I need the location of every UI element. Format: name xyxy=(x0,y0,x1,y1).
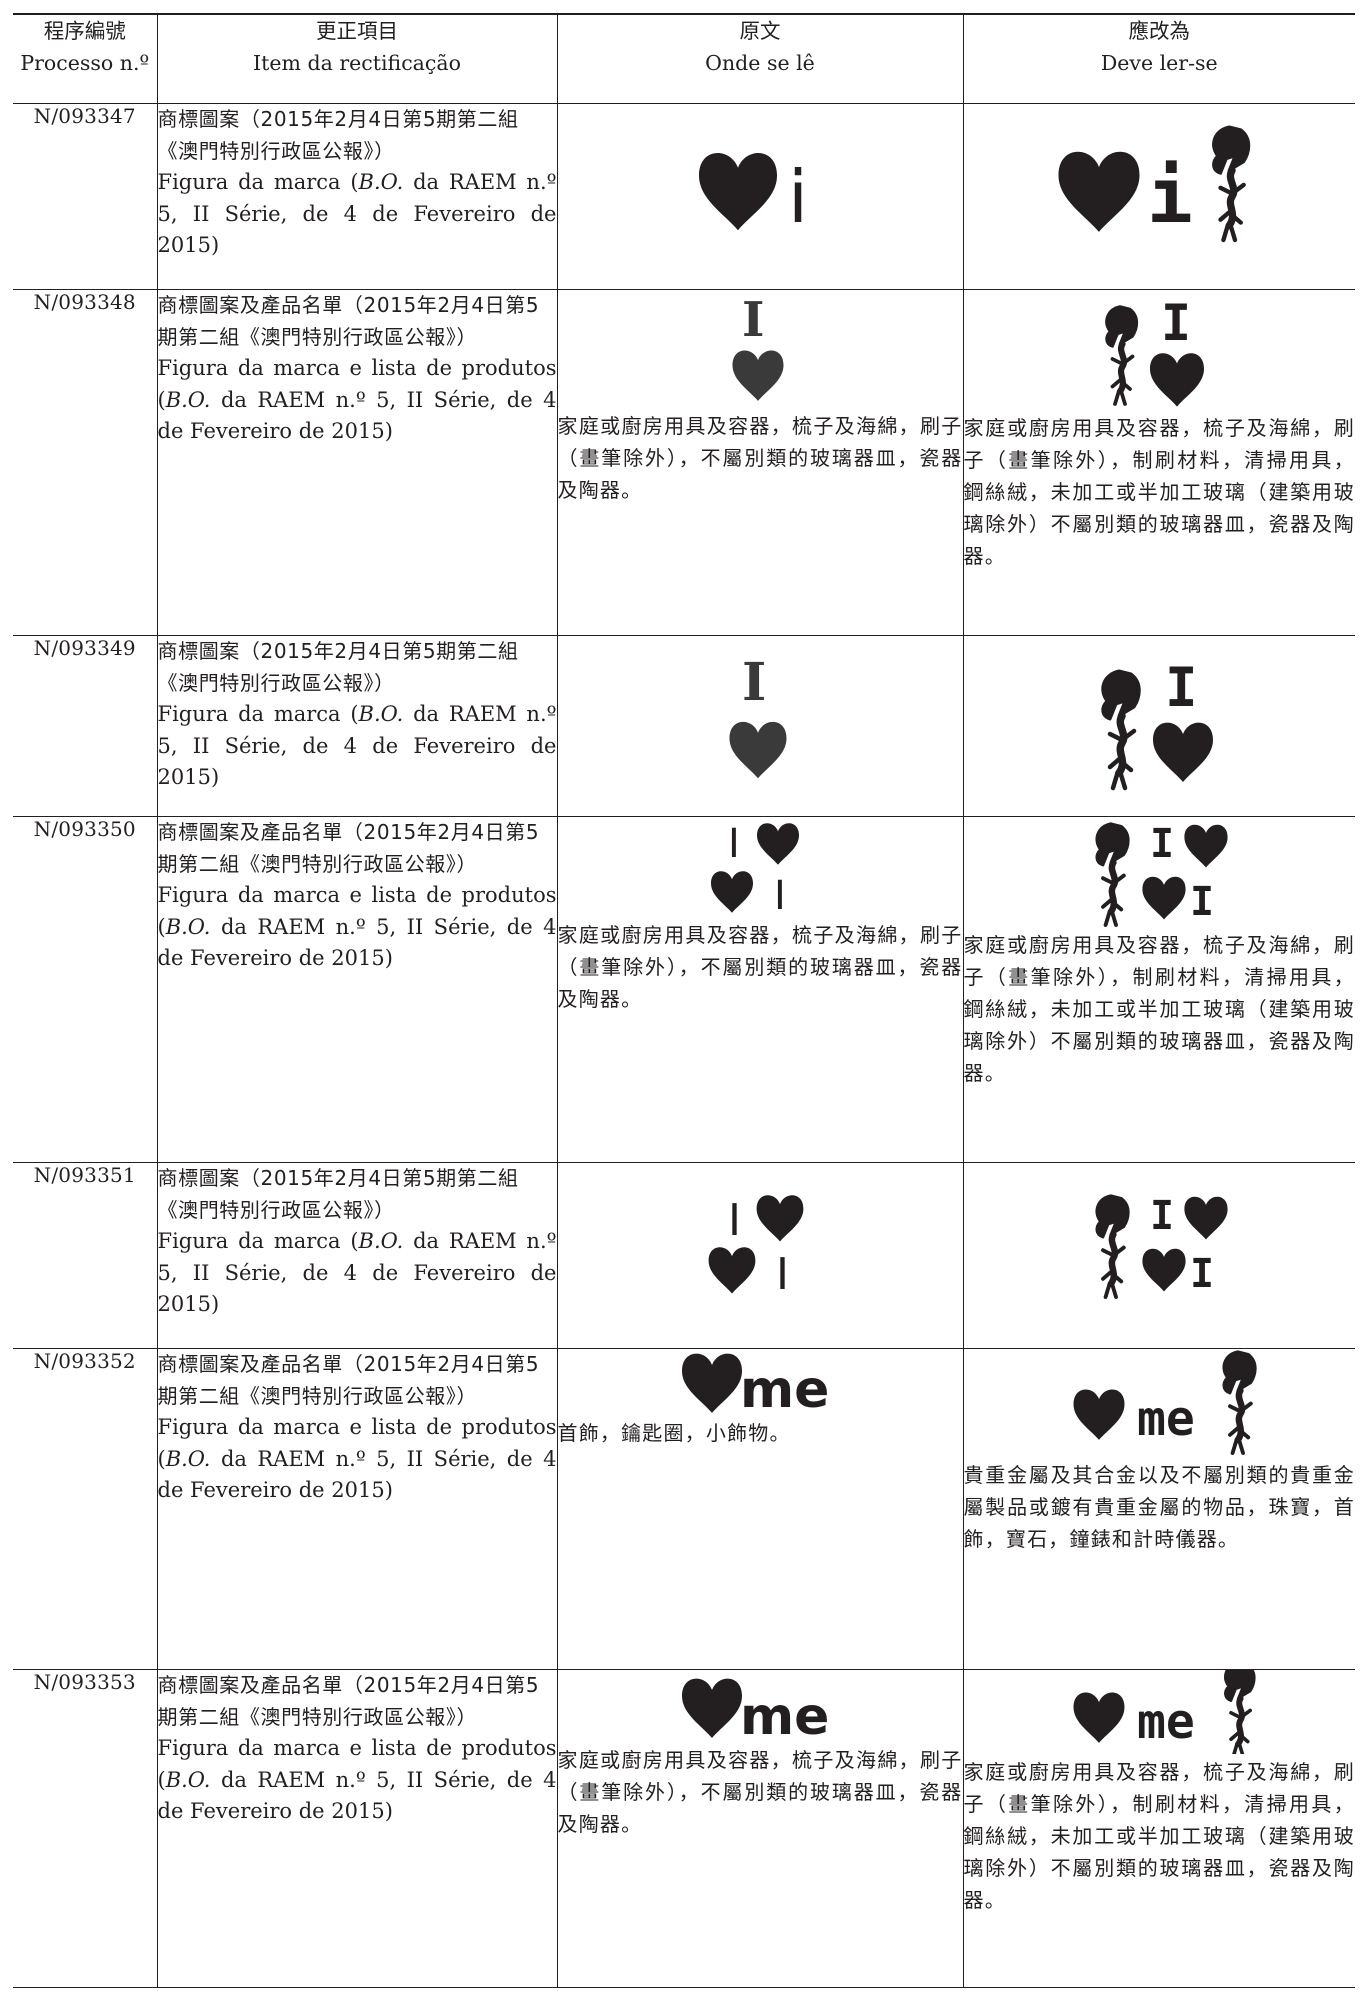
svg-text:me: me xyxy=(1137,1694,1195,1750)
item-description: 商標圖案及產品名單（2015年2月4日第5期第二組《澳門特別行政區公報》） Fi… xyxy=(156,1348,558,1670)
process-number: N/093353 xyxy=(13,1669,158,1988)
corrected-goods-list: 貴重金屬及其合金以及不屬別類的貴重金屬製品或鍍有貴重金屬的物品，珠寶，首飾，寶石… xyxy=(963,1463,1355,1551)
svg-text:I: I xyxy=(728,1195,741,1246)
corrected-mark: me 家庭或廚房用具及容器，梳子及海綿，刷子（畫筆除外），制刷材料，清掃用具，鋼… xyxy=(962,1669,1355,1988)
process-number: N/093352 xyxy=(13,1348,158,1670)
original-mark: I I xyxy=(556,1162,964,1349)
svg-text:i: i xyxy=(1147,151,1193,240)
svg-text:I: I xyxy=(1150,1193,1174,1239)
trademark-i-heart-heart-i-logo: I I xyxy=(711,821,799,917)
svg-text:I: I xyxy=(776,1249,789,1300)
table-row: N/093349 商標圖案（2015年2月4日第5期第二組《澳門特別行政區公報》… xyxy=(13,635,1355,817)
original-goods-list: 首飾，鑰匙圈，小飾物。 xyxy=(557,1421,791,1445)
corrected-mark: I 家庭或廚房用具及容器，梳子及海綿，刷子（畫筆除外），制刷材料，清掃用具，鋼絲… xyxy=(962,289,1355,636)
trademark-heart-me-logo: me xyxy=(682,1353,829,1415)
process-number: N/093349 xyxy=(13,635,158,817)
item-description: 商標圖案及產品名單（2015年2月4日第5期第二組《澳門特別行政區公報》） Fi… xyxy=(156,816,558,1163)
svg-text:I: I xyxy=(1190,879,1214,925)
trademark-figure-i-heart-heart-i-logo: I I xyxy=(1064,1163,1228,1313)
table-row: N/093351 商標圖案（2015年2月4日第5期第二組《澳門特別行政區公報》… xyxy=(13,1162,1355,1349)
corrected-mark: i xyxy=(962,103,1355,290)
table-row: N/093353 商標圖案及產品名單（2015年2月4日第5期第二組《澳門特別行… xyxy=(13,1669,1355,1988)
corrected-goods-list: 家庭或廚房用具及容器，梳子及海綿，刷子（畫筆除外），制刷材料，清掃用具，鋼絲絨，… xyxy=(963,1760,1355,1912)
item-description: 商標圖案（2015年2月4日第5期第二組《澳門特別行政區公報》） Figura … xyxy=(156,635,558,817)
svg-text:I: I xyxy=(1190,1251,1214,1297)
trademark-figure-i-heart-logo: I xyxy=(1069,656,1214,796)
process-number: N/093350 xyxy=(13,816,158,1163)
process-number: N/093348 xyxy=(13,289,158,636)
item-description: 商標圖案及產品名單（2015年2月4日第5期第二組《澳門特別行政區公報》） Fi… xyxy=(156,289,558,636)
corrected-mark: I xyxy=(962,635,1355,817)
original-goods-list: 家庭或廚房用具及容器，梳子及海綿，刷子（畫筆除外），不屬別類的玻璃器皿，瓷器及陶… xyxy=(557,923,963,1011)
svg-text:I: I xyxy=(774,873,786,917)
trademark-heart-me-logo: me xyxy=(682,1678,829,1742)
original-mark: me 家庭或廚房用具及容器，梳子及海綿，刷子（畫筆除外），不屬別類的玻璃器皿，瓷… xyxy=(556,1669,964,1988)
table-row: N/093350 商標圖案及產品名單（2015年2月4日第5期第二組《澳門特別行… xyxy=(13,816,1355,1163)
svg-text:I: I xyxy=(742,652,766,713)
original-mark: i xyxy=(556,103,964,290)
trademark-figure-i-heart-heart-i-logo: I I xyxy=(1064,817,1228,927)
svg-text:I: I xyxy=(1165,656,1198,719)
svg-text:me: me xyxy=(1137,1391,1195,1447)
trademark-heart-i-logo: i xyxy=(699,153,808,239)
original-goods-list: 家庭或廚房用具及容器，梳子及海綿，刷子（畫筆除外），不屬別類的玻璃器皿，瓷器及陶… xyxy=(557,414,963,502)
trademark-i-heart-heart-i-logo: I I xyxy=(708,1195,804,1300)
table-row: N/093348 商標圖案及產品名單（2015年2月4日第5期第二組《澳門特別行… xyxy=(13,289,1355,636)
table-row: N/093347 商標圖案（2015年2月4日第5期第二組《澳門特別行政區公報》… xyxy=(13,103,1355,290)
svg-text:I: I xyxy=(1161,294,1191,352)
original-goods-list: 家庭或廚房用具及容器，梳子及海綿，刷子（畫筆除外），不屬別類的玻璃器皿，瓷器及陶… xyxy=(557,1748,963,1836)
corrected-goods-list: 家庭或廚房用具及容器，梳子及海綿，刷子（畫筆除外），制刷材料，清掃用具，鋼絲絨，… xyxy=(963,416,1355,568)
trademark-figure-i-heart-logo: I xyxy=(1069,294,1205,410)
corrected-goods-list: 家庭或廚房用具及容器，梳子及海綿，刷子（畫筆除外），制刷材料，清掃用具，鋼絲絨，… xyxy=(963,933,1355,1085)
trademark-heart-me-figure-logo: me xyxy=(1073,1349,1279,1457)
table-row: N/093352 商標圖案及產品名單（2015年2月4日第5期第二組《澳門特別行… xyxy=(13,1348,1355,1670)
svg-text:me: me xyxy=(740,1360,829,1415)
svg-text:i: i xyxy=(788,155,808,239)
item-description: 商標圖案及產品名單（2015年2月4日第5期第二組《澳門特別行政區公報》） Fi… xyxy=(156,1669,558,1988)
process-number: N/093351 xyxy=(13,1162,158,1349)
corrected-mark: I I 家庭或廚房用具及容器，梳子及海綿，刷子（畫筆除外），制刷材料，清掃用具，… xyxy=(962,816,1355,1163)
trademark-heart-i-figure-logo: i xyxy=(1058,104,1289,264)
item-description: 商標圖案（2015年2月4日第5期第二組《澳門特別行政區公報》） Figura … xyxy=(156,1162,558,1349)
svg-text:me: me xyxy=(740,1687,829,1742)
original-mark: I 家庭或廚房用具及容器，梳子及海綿，刷子（畫筆除外），不屬別類的玻璃器皿，瓷器… xyxy=(556,289,964,636)
svg-text:I: I xyxy=(1150,821,1174,867)
trademark-i-over-heart-logo: I xyxy=(732,292,784,401)
trademark-i-over-heart-logo: I xyxy=(729,652,787,779)
item-description: 商標圖案（2015年2月4日第5期第二組《澳門特別行政區公報》） Figura … xyxy=(156,103,558,290)
svg-text:I: I xyxy=(728,821,740,867)
corrected-mark: me 貴重金屬及其合金以及不屬別類的貴重金屬製品或鍍有貴重金屬的物品，珠寶，首飾… xyxy=(962,1348,1355,1670)
trademark-heart-me-figure-logo: me xyxy=(1073,1670,1279,1754)
svg-text:I: I xyxy=(742,292,764,348)
original-mark: I I 家庭或廚房用具及容器，梳子及海綿，刷子（畫筆除外），不屬別類的玻璃器皿，… xyxy=(556,816,964,1163)
original-mark: I xyxy=(556,635,964,817)
process-number: N/093347 xyxy=(13,103,158,290)
original-mark: me 首飾，鑰匙圈，小飾物。 xyxy=(556,1348,964,1670)
corrected-mark: I I xyxy=(962,1162,1355,1349)
